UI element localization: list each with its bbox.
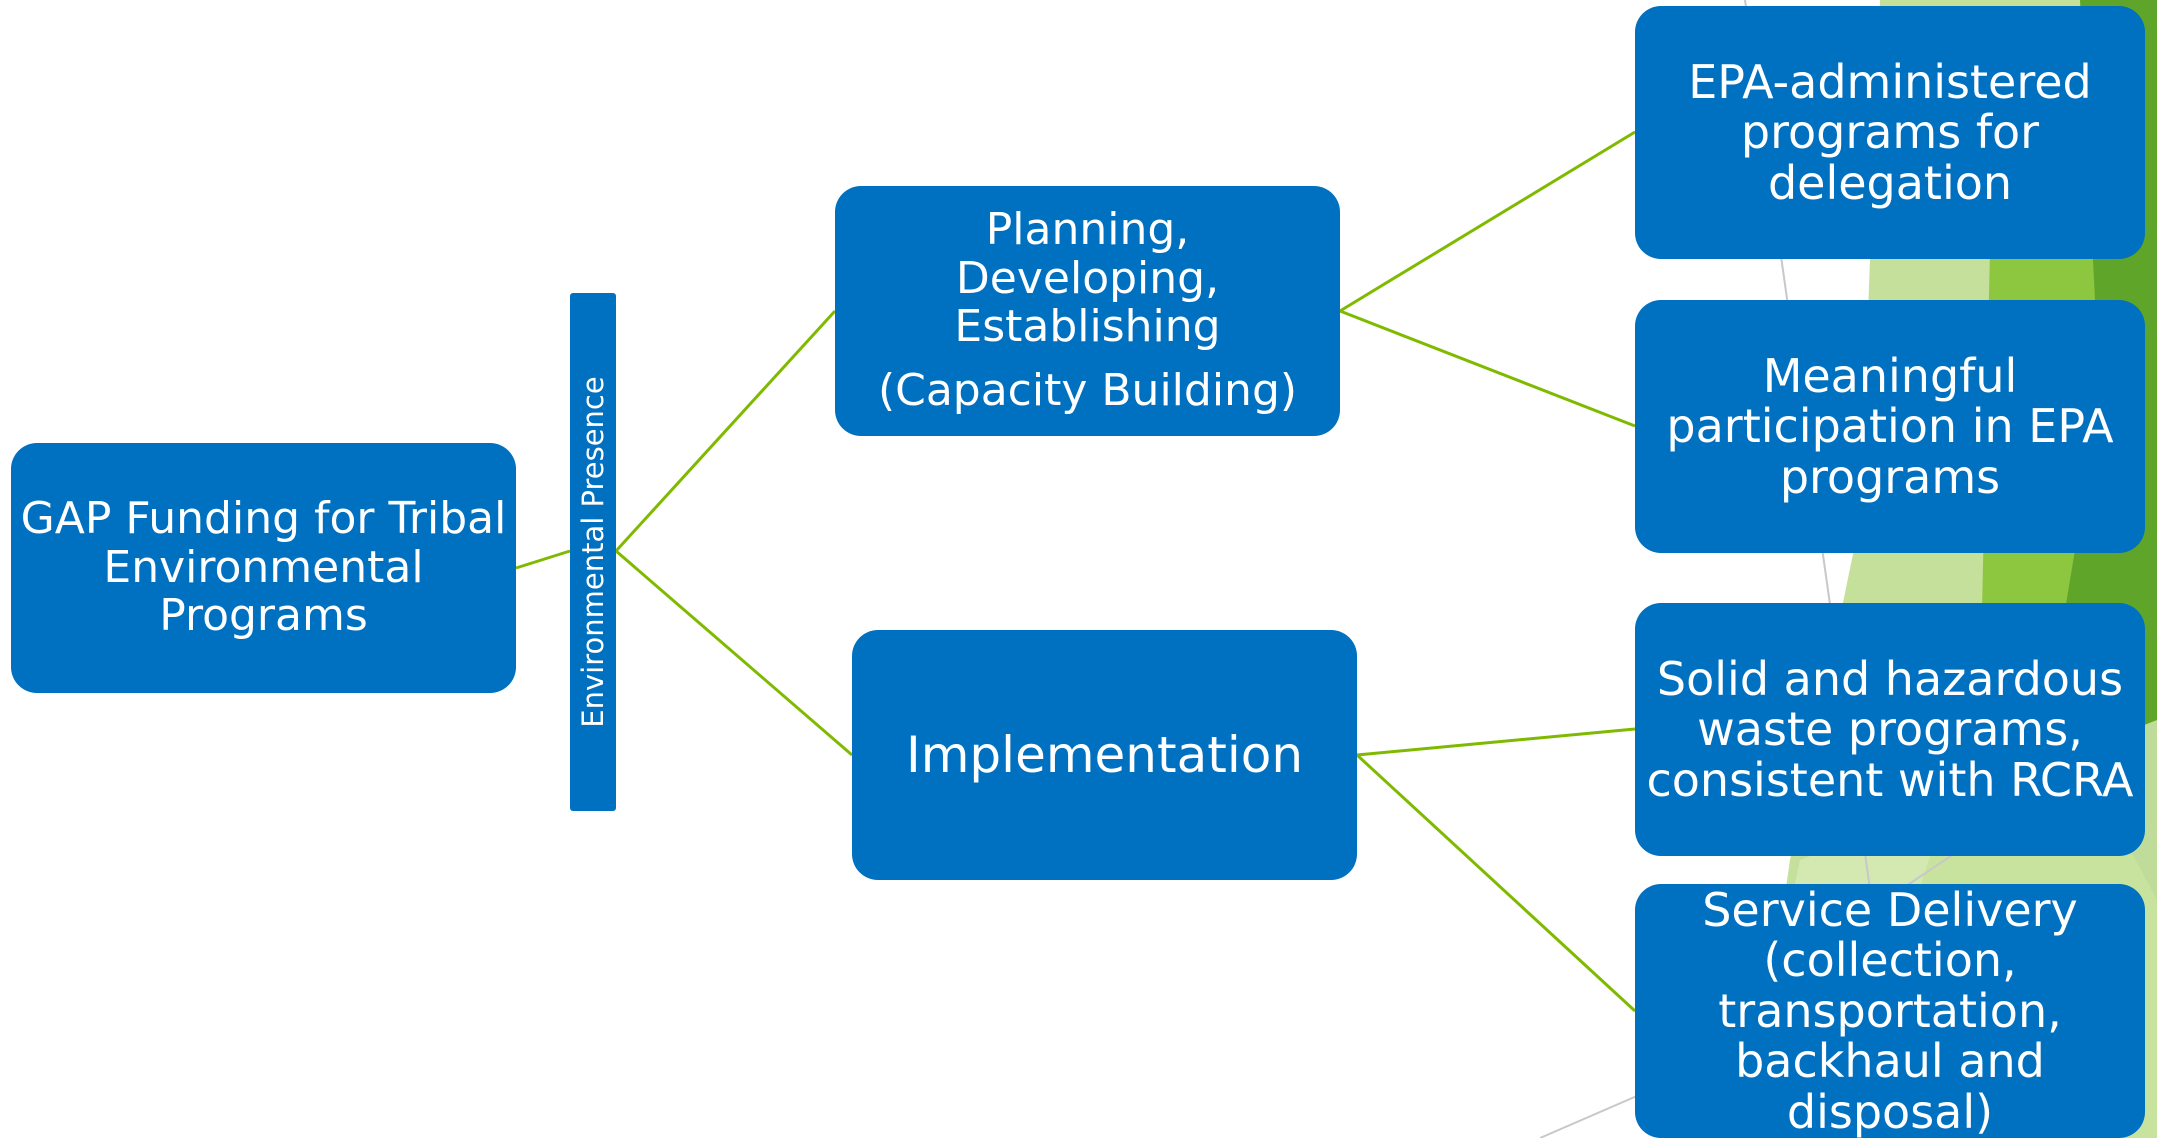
node-implementation: Implementation xyxy=(852,630,1357,880)
node-implementation-label: Implementation xyxy=(905,725,1304,784)
node-service-delivery: Service Delivery (collection, transporta… xyxy=(1635,884,2145,1138)
node-solid-hazardous-waste: Solid and hazardous waste programs, cons… xyxy=(1635,603,2145,856)
node-planning: Planning, Developing, Establishing (Capa… xyxy=(835,186,1340,436)
connector-planning-epa xyxy=(1339,130,1636,313)
connector-root-bar xyxy=(515,549,571,570)
environmental-presence-label: Environmental Presence xyxy=(576,376,610,728)
node-epa-administered: EPA-administered programs for delegation xyxy=(1635,6,2145,259)
connector-planning-meaningful xyxy=(1339,309,1636,428)
node-planning-sublabel: (Capacity Building) xyxy=(877,365,1298,417)
node-meaningful-participation: Meaningful participation in EPA programs xyxy=(1635,300,2145,553)
node-meaningful-participation-label: Meaningful participation in EPA programs xyxy=(1666,348,2114,504)
node-planning-label: Planning, Developing, Establishing xyxy=(954,204,1221,352)
connector-bar-implementation xyxy=(615,549,853,757)
node-epa-administered-label: EPA-administered programs for delegation xyxy=(1688,54,2092,210)
node-solid-hazardous-waste-label: Solid and hazardous waste programs, cons… xyxy=(1646,651,2134,807)
connector-implementation-solid xyxy=(1356,727,1636,757)
connector-bar-planning xyxy=(614,309,837,553)
root-node-label: GAP Funding for Tribal Environmental Pro… xyxy=(20,493,507,642)
connector-implementation-service xyxy=(1355,753,1637,1013)
node-service-delivery-label: Service Delivery (collection, transporta… xyxy=(1702,882,2078,1139)
root-node-gap-funding: GAP Funding for Tribal Environmental Pro… xyxy=(11,443,516,693)
connector-lines xyxy=(515,130,1637,1013)
environmental-presence-bar: Environmental Presence xyxy=(570,293,616,811)
